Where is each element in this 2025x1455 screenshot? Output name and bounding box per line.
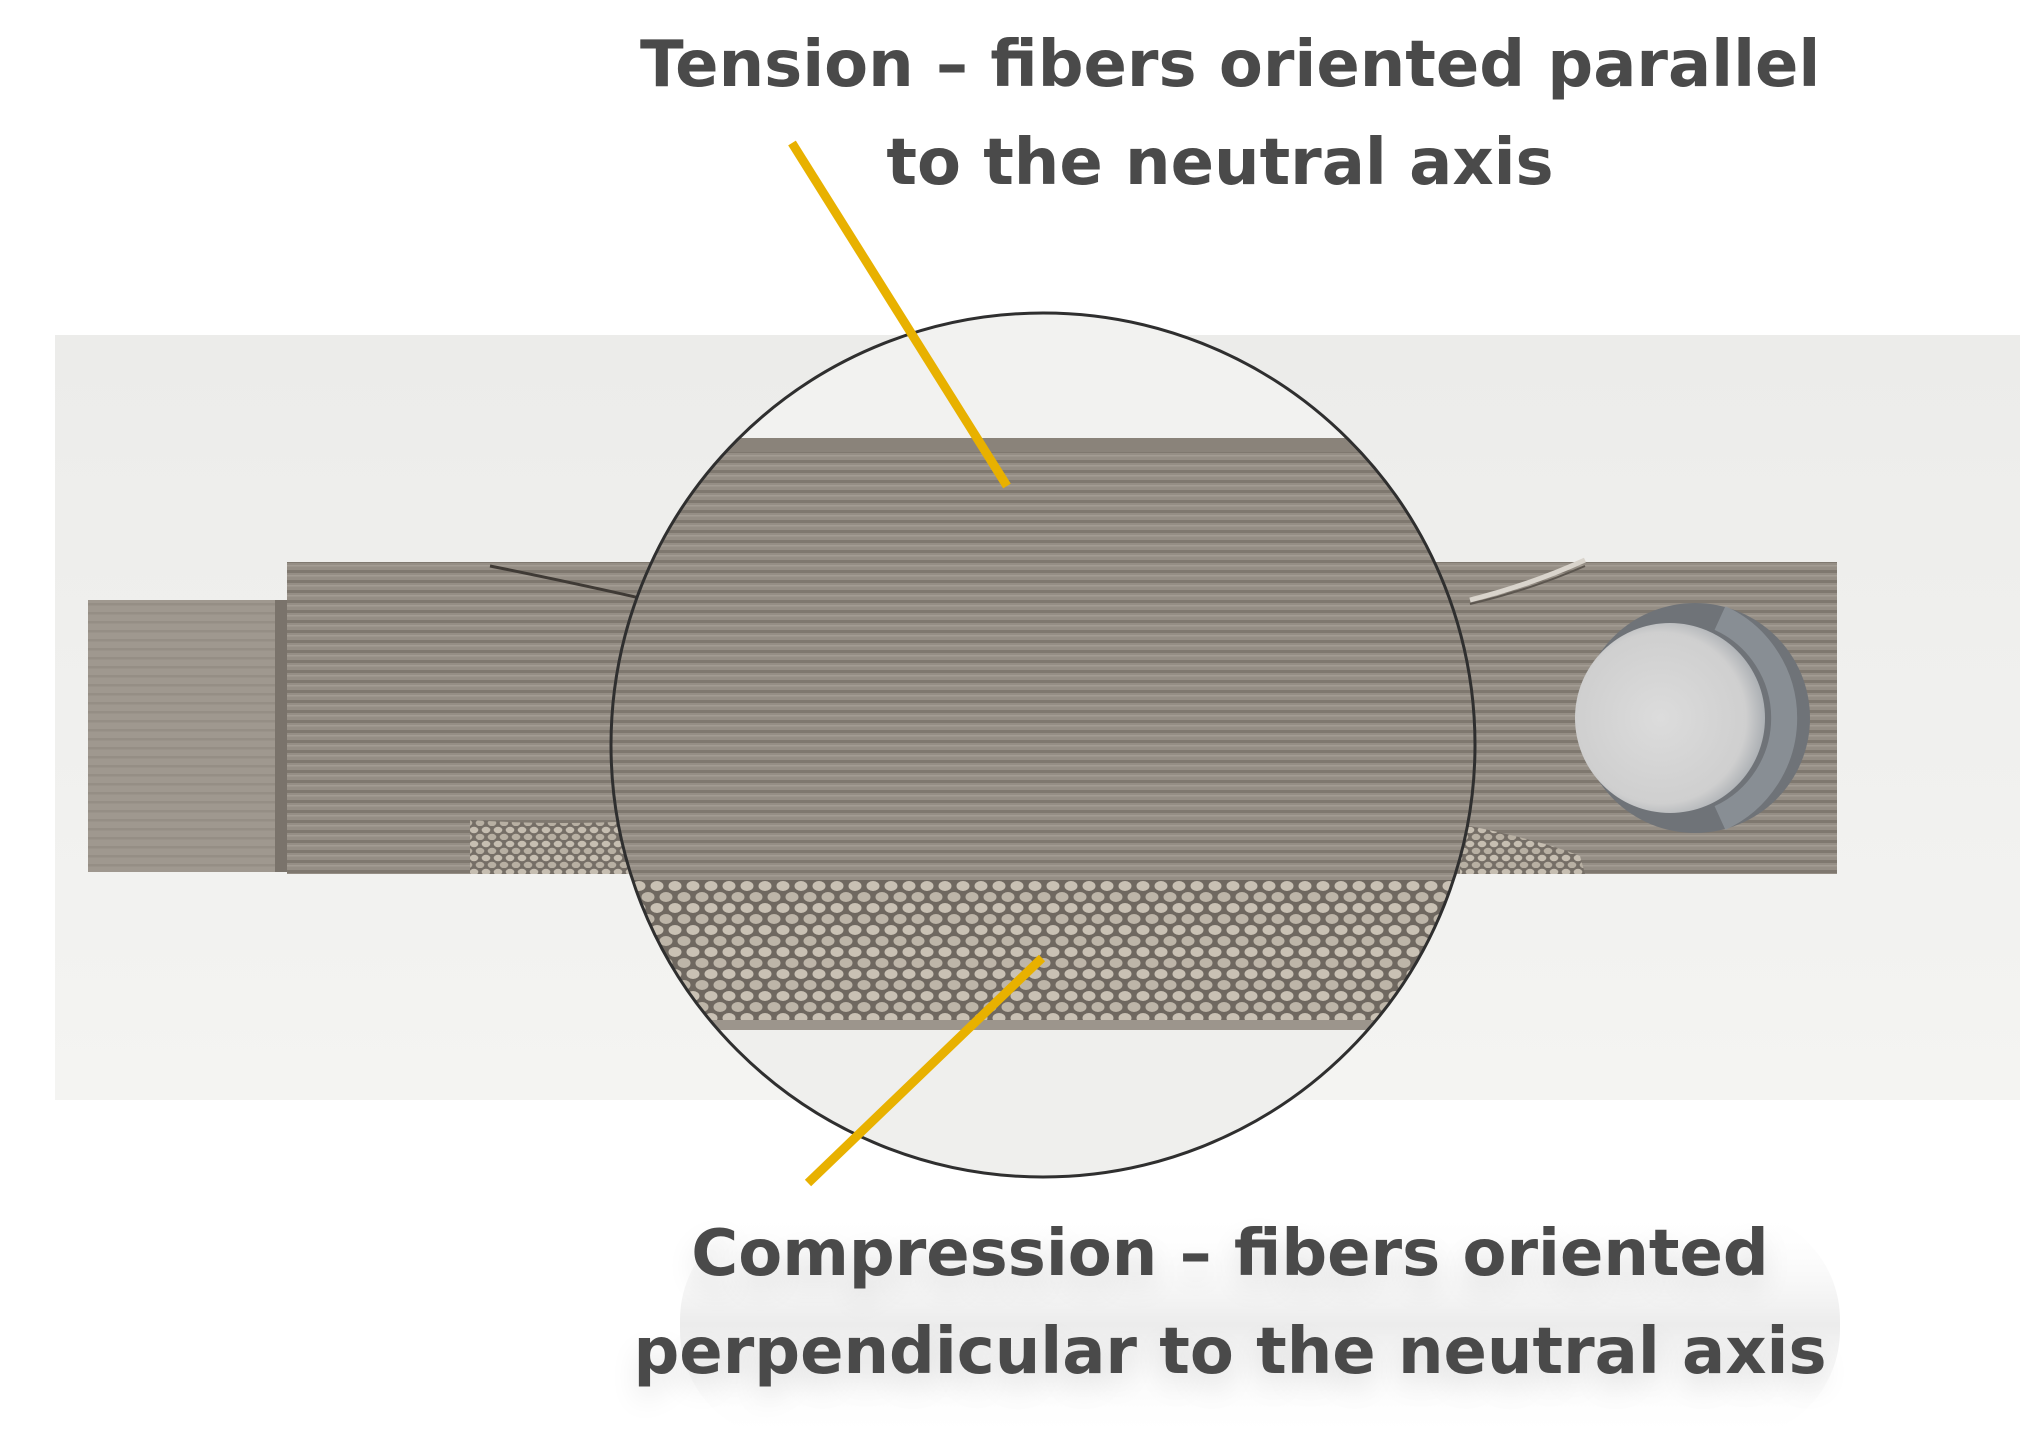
compression-label: Compression – fibers oriented perpendicu… <box>630 1205 1830 1401</box>
tension-label: Tension – fibers oriented parallel to th… <box>640 16 1821 212</box>
compression-label-line-1: Compression – fibers oriented <box>691 1217 1769 1291</box>
compression-leader-line <box>804 954 1046 1187</box>
compression-label-line-2: perpendicular to the neutral axis <box>633 1315 1827 1389</box>
tension-label-line-1: Tension – fibers oriented parallel <box>640 28 1821 102</box>
tension-label-line-2: to the neutral axis <box>886 126 1554 200</box>
tension-leader-line <box>788 140 1011 489</box>
